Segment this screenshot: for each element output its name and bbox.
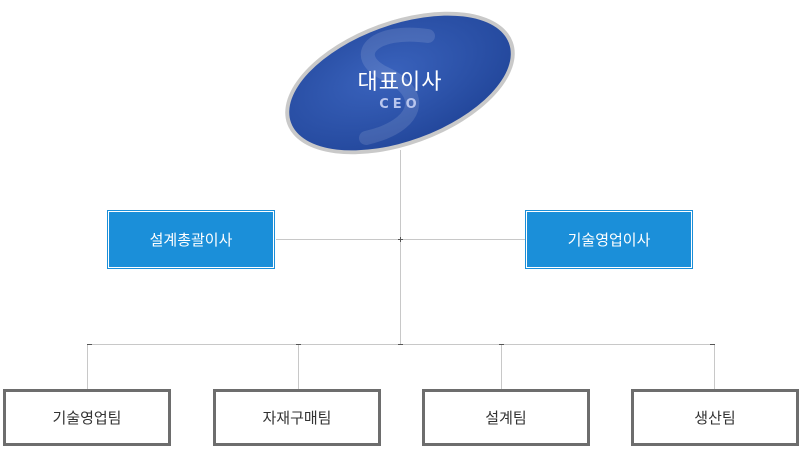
junction-tick-teams-center	[398, 344, 403, 345]
junction-tick-team-1	[87, 344, 92, 345]
team-label-tech-sales: 기술영업팀	[52, 409, 122, 427]
ceo-title: 대표이사	[357, 70, 443, 95]
junction-tick-team-2	[296, 344, 301, 345]
junction-tick-team-4	[710, 344, 715, 345]
ceo-node[interactable]: 대표이사 CEO	[278, 8, 522, 158]
ceo-ellipse-graphic	[285, 11, 515, 155]
ceo-watermark-s-shape	[359, 27, 435, 145]
junction-tick-directors-v	[400, 237, 401, 242]
team-box-purchasing[interactable]: 자재구매팀	[213, 389, 381, 446]
connector-team-drop-3	[501, 344, 502, 389]
director-box-design[interactable]: 설계총괄이사	[107, 210, 275, 269]
team-label-design: 설계팀	[485, 409, 527, 427]
team-label-purchasing: 자재구매팀	[262, 409, 332, 427]
ceo-subtitle: CEO	[379, 97, 421, 112]
connector-ceo-trunk	[400, 150, 401, 344]
connector-team-drop-4	[714, 344, 715, 389]
team-box-production[interactable]: 생산팀	[631, 389, 799, 446]
junction-tick-team-3	[499, 344, 504, 345]
director-box-sales[interactable]: 기술영업이사	[525, 210, 693, 269]
connector-team-drop-2	[298, 344, 299, 389]
director-label-sales: 기술영업이사	[567, 231, 651, 249]
team-box-design[interactable]: 설계팀	[422, 389, 590, 446]
connector-team-drop-1	[87, 344, 88, 389]
director-label-design: 설계총괄이사	[149, 231, 233, 249]
team-label-production: 생산팀	[694, 409, 736, 427]
team-box-tech-sales[interactable]: 기술영업팀	[3, 389, 171, 446]
